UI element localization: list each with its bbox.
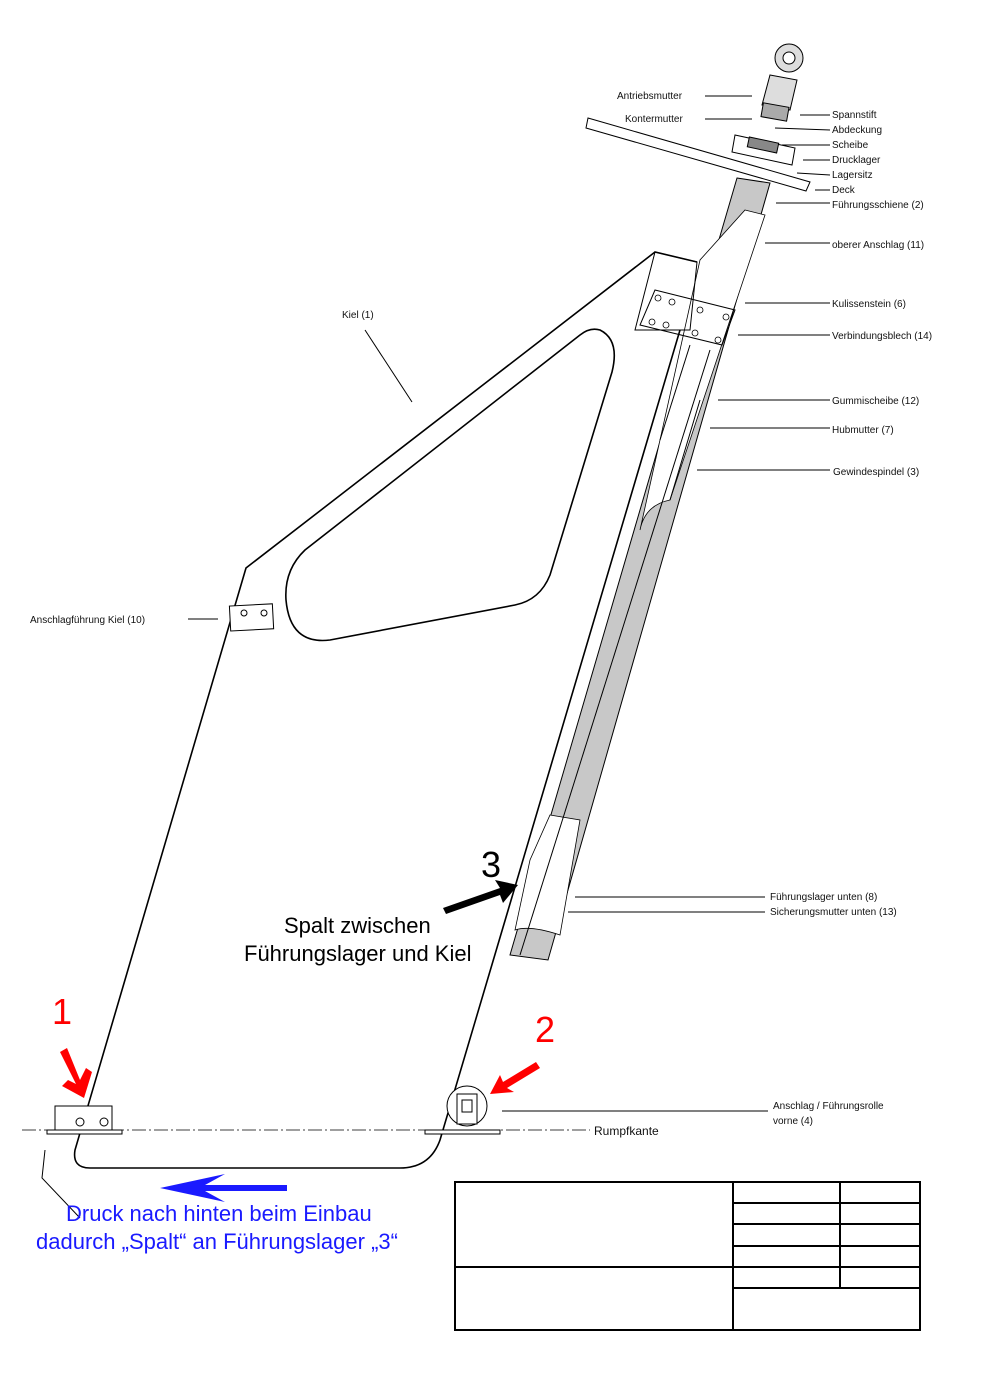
keel-outline — [73, 251, 698, 1169]
label-oberer-anschlag: oberer Anschlag (11) — [832, 240, 924, 251]
label-rumpfkante: Rumpfkante — [594, 1124, 659, 1138]
label-drucklager: Drucklager — [832, 155, 881, 166]
spalt-text-1: Spalt zwischen — [284, 913, 431, 938]
label-anschlag-rolle: Anschlag / Führungsrolle — [773, 1101, 884, 1112]
rail-detail-line — [659, 344, 691, 441]
label-fuehrungslager-unten: Führungslager unten (8) — [770, 892, 877, 903]
red-arrow-2-icon — [490, 1062, 540, 1094]
label-sicherungsmutter-unten: Sicherungsmutter unten (13) — [770, 907, 897, 918]
keel-cutout — [285, 328, 616, 642]
connection-plate — [639, 289, 736, 346]
bracket-bolt — [75, 1117, 85, 1127]
roller-axle — [461, 1099, 473, 1113]
bolt — [654, 294, 662, 302]
label-lagersitz: Lagersitz — [832, 170, 873, 181]
plate-bolts — [648, 294, 730, 344]
blue-arrow-icon — [160, 1174, 287, 1202]
stop-bracket-base — [46, 1129, 123, 1135]
red-arrow-1-icon — [60, 1048, 92, 1098]
label-abdeckung: Abdeckung — [832, 125, 882, 136]
rail-white-lower — [514, 814, 581, 936]
bolt — [722, 313, 730, 321]
keel-top-bracket — [634, 251, 698, 331]
drive-nut — [761, 74, 798, 111]
lock-nut — [760, 102, 790, 122]
bolt — [691, 329, 699, 337]
bolt — [648, 318, 656, 326]
bolt — [662, 321, 670, 329]
druck-text-1: Druck nach hinten beim Einbau — [66, 1201, 372, 1226]
label-gewindespindel: Gewindespindel (3) — [833, 467, 919, 478]
marker-3: 3 — [481, 844, 501, 885]
spalt-text-2: Führungslager und Kiel — [244, 941, 471, 966]
drive-socket-center — [782, 51, 796, 65]
washer — [746, 136, 780, 154]
label-gummischeibe: Gummischeibe (12) — [832, 396, 919, 407]
marker-2: 2 — [535, 1009, 555, 1050]
label-kontermutter: Kontermutter — [625, 114, 683, 125]
rail-edge-line — [519, 349, 711, 956]
stop-guide-bolt — [240, 609, 248, 617]
black-arrow-icon — [443, 880, 518, 914]
label-fuehrungsschiene: Führungsschiene (2) — [832, 200, 924, 211]
deck — [585, 117, 811, 192]
roller-bracket — [456, 1093, 478, 1125]
label-deck: Deck — [832, 185, 856, 196]
druck-text-2: dadurch „Spalt“ an Führungslager „3“ — [36, 1229, 398, 1254]
marker-1: 1 — [52, 991, 72, 1032]
rail-white-upper — [639, 209, 766, 531]
keel-stop-guide — [228, 603, 275, 632]
title-block — [454, 1181, 921, 1331]
bolt — [696, 306, 704, 314]
label-scheibe: Scheibe — [832, 140, 869, 151]
label-anschlag-rolle-2: vorne (4) — [773, 1116, 813, 1127]
label-spannstift: Spannstift — [832, 110, 877, 121]
label-antriebsmutter: Antriebsmutter — [617, 91, 683, 102]
bracket-bolt — [99, 1117, 109, 1127]
leader-lines — [41, 95, 831, 1219]
label-kiel: Kiel (1) — [342, 310, 374, 321]
label-anschlagfuehrung: Anschlagführung Kiel (10) — [30, 615, 145, 626]
bolt — [668, 298, 676, 306]
label-verbindungsblech: Verbindungsblech (14) — [832, 331, 932, 342]
label-hubmutter: Hubmutter (7) — [832, 425, 894, 436]
roller-base — [424, 1129, 501, 1135]
rail-detail-line — [669, 399, 701, 501]
label-kulissenstein: Kulissenstein (6) — [832, 299, 906, 310]
bolt — [714, 336, 722, 344]
stop-guide-bolt — [260, 609, 268, 617]
